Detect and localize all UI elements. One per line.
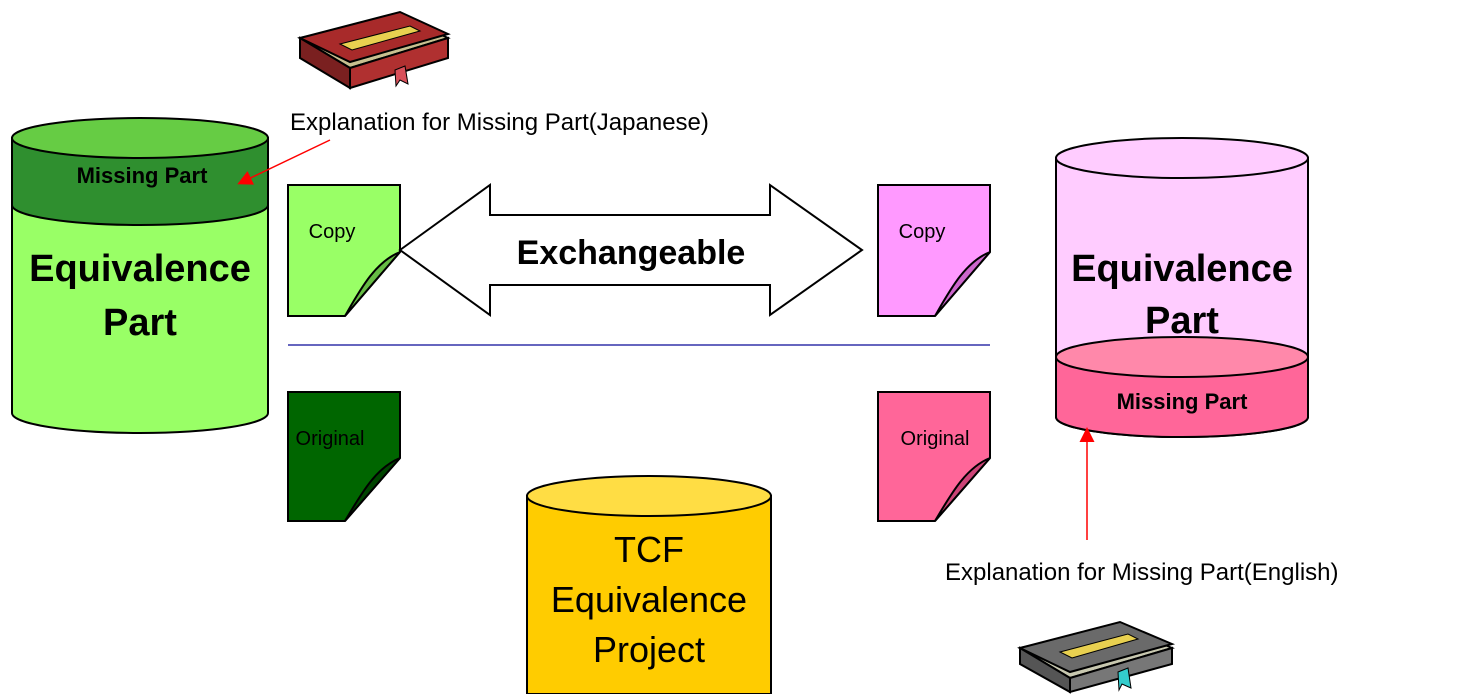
tcf-project-label: Project <box>593 629 705 670</box>
left-original-document: Original <box>287 391 401 522</box>
right-equivalence-label: Equivalence <box>1071 248 1293 290</box>
left-part-label: Part <box>103 302 177 344</box>
red-book-icon <box>297 10 451 90</box>
japanese-pointer-arrow <box>237 139 331 185</box>
tcf-label: TCF <box>614 529 684 570</box>
tcf-equivalence-label: Equivalence <box>551 579 747 620</box>
left-copy-label: Copy <box>309 221 356 243</box>
tcf-database: TCF Equivalence Project <box>526 475 772 694</box>
explanation-english-label: Explanation for Missing Part(English) <box>945 559 1339 586</box>
left-database: Missing Part Equivalence Part <box>11 117 269 434</box>
right-missing-part-label: Missing Part <box>1117 389 1248 414</box>
gray-book-icon <box>1017 620 1176 694</box>
explanation-japanese-label: Explanation for Missing Part(Japanese) <box>290 109 709 136</box>
right-database: Equivalence Part Missing Part <box>1055 137 1309 438</box>
exchangeable-arrow: Exchangeable <box>398 183 864 317</box>
left-missing-part-label: Missing Part <box>77 163 208 188</box>
left-copy-document: Copy <box>287 184 401 317</box>
right-original-document: Original <box>877 391 991 522</box>
left-equivalence-label: Equivalence <box>29 248 251 290</box>
right-copy-label: Copy <box>899 221 946 243</box>
right-part-label: Part <box>1145 300 1219 342</box>
exchangeable-label: Exchangeable <box>517 234 746 272</box>
right-original-label: Original <box>901 428 970 450</box>
left-original-label: Original <box>296 428 365 450</box>
right-copy-document: Copy <box>877 184 991 317</box>
